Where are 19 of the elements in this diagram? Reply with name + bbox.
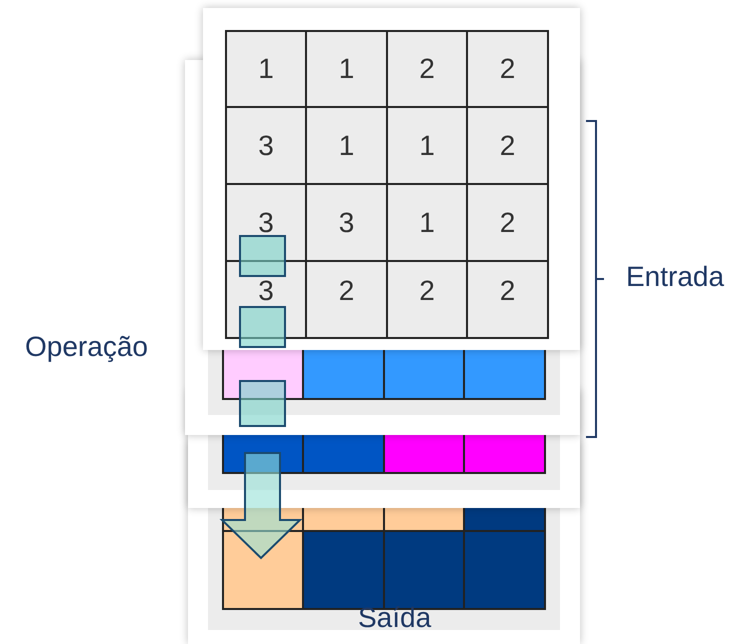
table-cell: 2 xyxy=(466,106,549,185)
table-cell: 2 xyxy=(466,260,549,339)
table-cell: 1 xyxy=(305,30,388,108)
table-cell: 3 xyxy=(225,183,307,262)
table-cell: 2 xyxy=(305,260,388,339)
table-cell: 1 xyxy=(386,106,468,185)
table-cell: 2 xyxy=(466,183,549,262)
input-label: Entrada xyxy=(626,261,724,293)
table-cell: 1 xyxy=(225,30,307,108)
table-cell: 3 xyxy=(225,260,307,339)
output-label: Saída xyxy=(358,602,432,634)
table-cell: 3 xyxy=(225,106,307,185)
table-cell: 2 xyxy=(466,30,549,108)
operation-label: Operação xyxy=(25,331,148,363)
table-cell: 1 xyxy=(386,183,468,262)
table-cell: 3 xyxy=(305,183,388,262)
table-cell: 2 xyxy=(386,30,468,108)
table-cell: 2 xyxy=(386,260,468,339)
table-cell: 1 xyxy=(305,106,388,185)
